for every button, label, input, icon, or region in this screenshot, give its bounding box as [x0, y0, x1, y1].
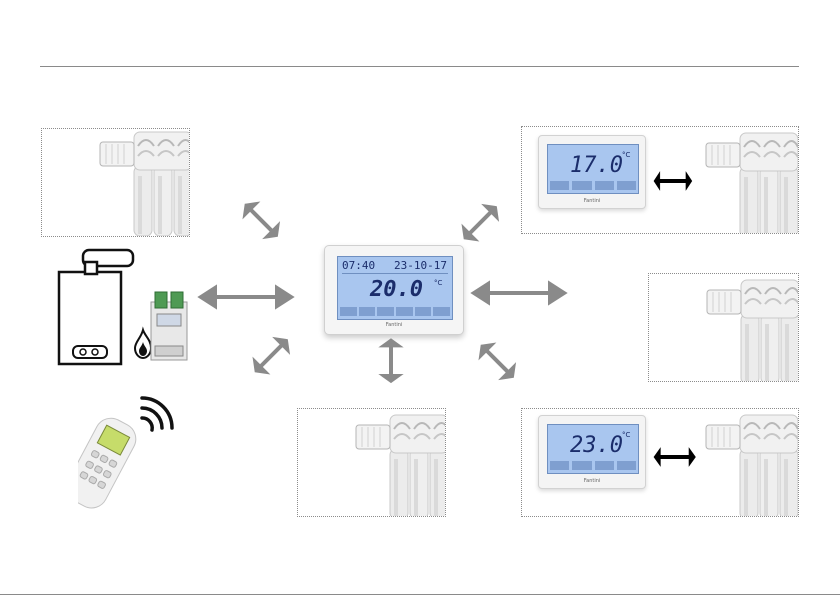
bottom-divider: [0, 594, 840, 595]
double-arrow-icon: [474, 284, 564, 302]
double-arrow-icon: [201, 288, 291, 306]
double-arrow-icon: [250, 334, 293, 377]
double-arrow-icon: [459, 201, 502, 244]
double-arrow-icon: [240, 199, 283, 242]
double-arrow-icon: [476, 340, 519, 383]
double-arrow-icon: [382, 340, 400, 381]
